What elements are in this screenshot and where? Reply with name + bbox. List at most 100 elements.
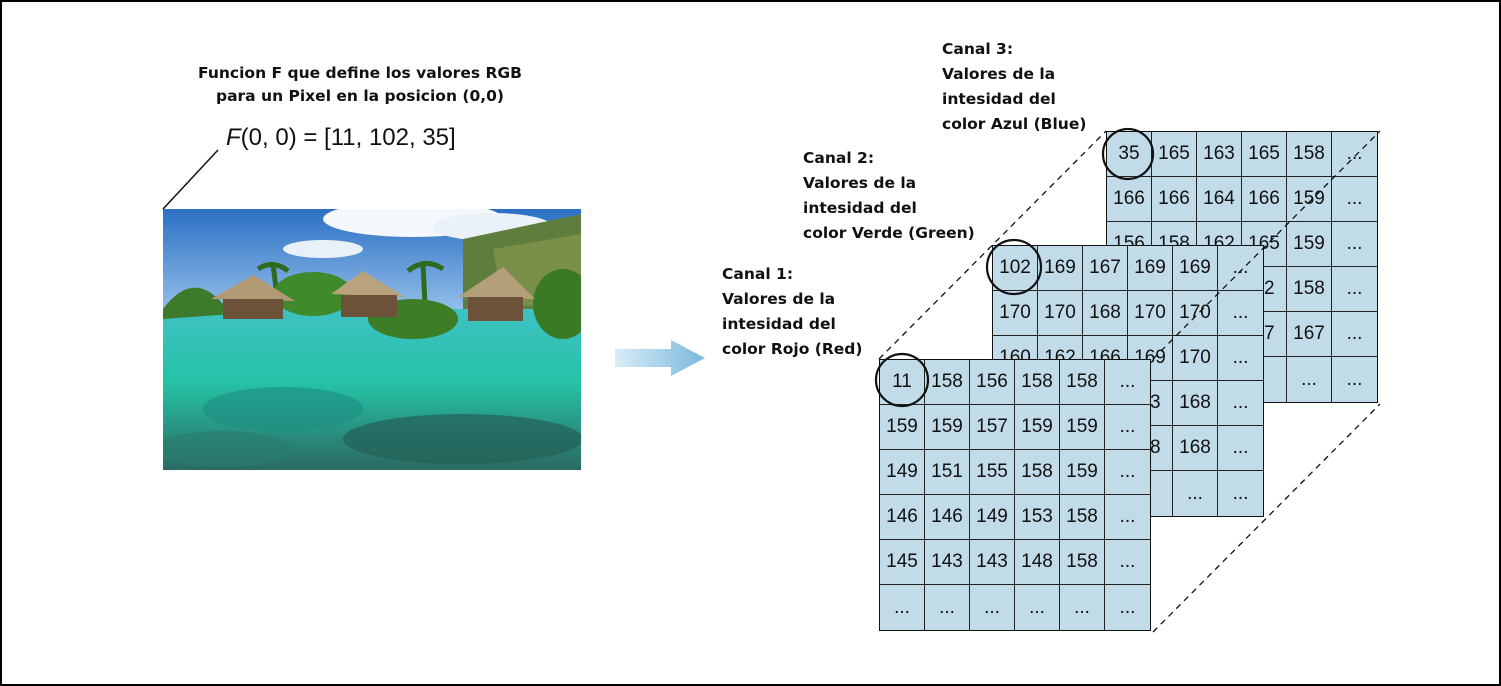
blue-cell-r1-c4: 159	[1287, 177, 1332, 222]
channel-1-label-line: intesidad del	[722, 315, 836, 333]
red-cell-r2-c0: 149	[880, 450, 925, 495]
red-cell-r1-c1: 159	[925, 405, 970, 450]
red-cell-r2-c1: 151	[925, 450, 970, 495]
green-cell-r0-c2: 167	[1083, 246, 1128, 291]
green-cell-r2-c5: ...	[1218, 336, 1263, 381]
green-cell-r5-c4: ...	[1173, 471, 1218, 516]
red-cell-r0-c0: 11	[880, 360, 925, 405]
formula-function-name: F	[226, 124, 241, 151]
caption-line-2: para un Pixel en la posicion (0,0)	[215, 87, 504, 105]
blue-cell-r3-c5: ...	[1332, 267, 1377, 312]
channel-3-label-line: Valores de la	[942, 65, 1056, 83]
red-cell-r5-c3: ...	[1015, 585, 1060, 630]
channel-3-label-line: Canal 3:	[942, 40, 1014, 58]
blue-cell-r3-c4: 158	[1287, 267, 1332, 312]
blue-cell-r0-c4: 158	[1287, 132, 1332, 177]
channel-2-label-line: Valores de la	[803, 174, 917, 192]
blue-cell-r0-c5: ...	[1332, 132, 1377, 177]
green-cell-r0-c4: 169	[1173, 246, 1218, 291]
blue-cell-r5-c4: ...	[1287, 357, 1332, 402]
channel-3-label-line: intesidad del	[942, 90, 1056, 108]
channel-3-label: Canal 3: Valores de la intesidad del col…	[942, 37, 1086, 137]
red-cell-r3-c0: 146	[880, 495, 925, 540]
red-cell-r3-c5: ...	[1105, 495, 1150, 540]
green-cell-r1-c3: 170	[1128, 291, 1173, 336]
red-cell-r0-c5: ...	[1105, 360, 1150, 405]
red-cell-r1-c0: 159	[880, 405, 925, 450]
red-cell-r5-c2: ...	[970, 585, 1015, 630]
blue-cell-r0-c0: 35	[1107, 132, 1152, 177]
channel-3-label-line: color Azul (Blue)	[942, 115, 1087, 133]
red-cell-r3-c1: 146	[925, 495, 970, 540]
red-cell-r4-c2: 143	[970, 540, 1015, 585]
green-cell-r1-c2: 168	[1083, 291, 1128, 336]
red-cell-r0-c4: 158	[1060, 360, 1105, 405]
red-cell-r0-c1: 158	[925, 360, 970, 405]
red-cell-r5-c4: ...	[1060, 585, 1105, 630]
blue-cell-r1-c5: ...	[1332, 177, 1377, 222]
green-cell-r0-c5: ...	[1218, 246, 1263, 291]
green-cell-r4-c4: 168	[1173, 426, 1218, 471]
red-cell-r1-c2: 157	[970, 405, 1015, 450]
red-cell-r3-c2: 149	[970, 495, 1015, 540]
channel-2-label-line: intesidad del	[803, 199, 917, 217]
red-cell-r4-c0: 145	[880, 540, 925, 585]
channel-2-label: Canal 2: Valores de la intesidad del col…	[803, 146, 975, 246]
blue-cell-r4-c4: 167	[1287, 312, 1332, 357]
tropical-beach-bungalows-image	[163, 209, 581, 470]
green-cell-r0-c3: 169	[1128, 246, 1173, 291]
red-cell-r2-c2: 155	[970, 450, 1015, 495]
channel-1-label-line: Canal 1:	[722, 265, 794, 283]
red-cell-r5-c1: ...	[925, 585, 970, 630]
red-cell-r0-c3: 158	[1015, 360, 1060, 405]
green-cell-r1-c4: 170	[1173, 291, 1218, 336]
blue-cell-r1-c2: 164	[1197, 177, 1242, 222]
blue-cell-r0-c2: 163	[1197, 132, 1242, 177]
green-cell-r1-c0: 170	[993, 291, 1038, 336]
red-cell-r2-c3: 158	[1015, 450, 1060, 495]
channel-1-label-line: Valores de la	[722, 290, 836, 308]
red-cell-r1-c5: ...	[1105, 405, 1150, 450]
red-cell-r4-c3: 148	[1015, 540, 1060, 585]
red-cell-r0-c2: 156	[970, 360, 1015, 405]
function-caption: Funcion F que define los valores RGB par…	[160, 62, 560, 108]
blue-cell-r5-c5: ...	[1332, 357, 1377, 402]
red-cell-r5-c0: ...	[880, 585, 925, 630]
channel-1-label: Canal 1: Valores de la intesidad del col…	[722, 262, 863, 362]
green-cell-r2-c4: 170	[1173, 336, 1218, 381]
red-cell-r1-c3: 159	[1015, 405, 1060, 450]
caption-line-1: Funcion F que define los valores RGB	[198, 64, 522, 82]
green-cell-r5-c5: ...	[1218, 471, 1263, 516]
red-cell-r4-c1: 143	[925, 540, 970, 585]
green-cell-r0-c1: 169	[1038, 246, 1083, 291]
green-cell-r3-c4: 168	[1173, 381, 1218, 426]
blue-cell-r1-c3: 166	[1242, 177, 1287, 222]
red-cell-r1-c4: 159	[1060, 405, 1105, 450]
red-cell-r2-c4: 159	[1060, 450, 1105, 495]
channel-1-label-line: color Rojo (Red)	[722, 340, 863, 358]
blue-cell-r1-c0: 166	[1107, 177, 1152, 222]
channel-2-label-line: color Verde (Green)	[803, 224, 975, 242]
blue-cell-r2-c5: ...	[1332, 222, 1377, 267]
green-cell-r1-c1: 170	[1038, 291, 1083, 336]
channel-2-label-line: Canal 2:	[803, 149, 875, 167]
green-cell-r1-c5: ...	[1218, 291, 1263, 336]
blue-cell-r4-c5: ...	[1332, 312, 1377, 357]
red-cell-r3-c3: 153	[1015, 495, 1060, 540]
red-cell-r3-c4: 158	[1060, 495, 1105, 540]
blue-cell-r0-c1: 165	[1152, 132, 1197, 177]
green-cell-r0-c0: 102	[993, 246, 1038, 291]
rgb-formula: F(0, 0) = [11, 102, 35]	[226, 124, 456, 152]
formula-expression: (0, 0) = [11, 102, 35]	[240, 124, 456, 151]
green-cell-r3-c5: ...	[1218, 381, 1263, 426]
red-cell-r4-c4: 158	[1060, 540, 1105, 585]
blue-cell-r2-c4: 159	[1287, 222, 1332, 267]
blue-cell-r1-c1: 166	[1152, 177, 1197, 222]
green-cell-r4-c5: ...	[1218, 426, 1263, 471]
blue-cell-r0-c3: 165	[1242, 132, 1287, 177]
right-arrow-icon	[615, 340, 707, 380]
red-cell-r2-c5: ...	[1105, 450, 1150, 495]
red-cell-r5-c5: ...	[1105, 585, 1150, 630]
